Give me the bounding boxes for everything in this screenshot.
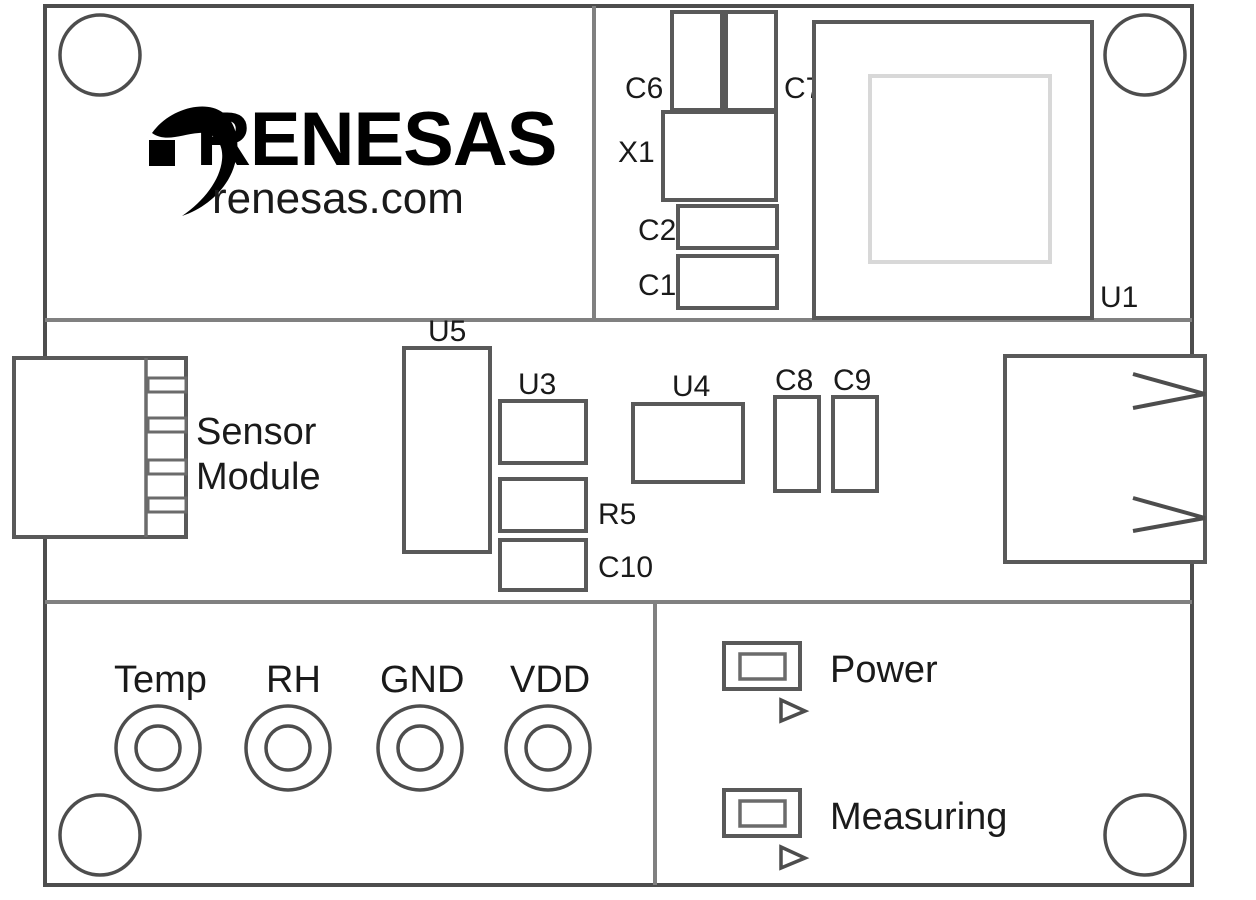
r5-pad bbox=[498, 477, 588, 533]
c10-pad bbox=[498, 538, 588, 592]
test-point-rh[interactable]: RH bbox=[244, 659, 332, 792]
logo-wordmark: RENESAS bbox=[196, 97, 556, 182]
test-point-temp-hole[interactable] bbox=[134, 724, 182, 772]
logo-swoosh-icon bbox=[152, 106, 238, 216]
component-c2: C2 bbox=[638, 204, 779, 250]
component-u1: U1 bbox=[812, 20, 1138, 320]
test-point-vdd[interactable]: VDD bbox=[504, 659, 592, 792]
c10-label: C10 bbox=[598, 551, 653, 584]
x1-label: X1 bbox=[618, 136, 655, 169]
c8-pad bbox=[773, 395, 821, 493]
test-point-vdd-label: VDD bbox=[510, 659, 590, 701]
component-c6: C6 bbox=[625, 10, 724, 112]
measuring-led-lens bbox=[738, 799, 787, 828]
measuring-led-label: Measuring bbox=[830, 796, 1007, 838]
sensor-pin-3 bbox=[146, 458, 188, 476]
usb-latch-wedge-bottom bbox=[1132, 496, 1206, 533]
c2-label: C2 bbox=[638, 214, 676, 247]
component-c1: C1 bbox=[638, 254, 779, 310]
power-led-label: Power bbox=[830, 649, 938, 691]
u5-pad bbox=[402, 346, 492, 554]
component-r5: R5 bbox=[498, 477, 636, 533]
mounting-hole-bottom-left bbox=[58, 793, 142, 877]
power-led-polarity-arrow-icon bbox=[779, 697, 810, 724]
test-point-vdd-hole[interactable] bbox=[524, 724, 572, 772]
component-u3: U3 bbox=[498, 368, 588, 465]
logo-url: renesas.com bbox=[212, 174, 464, 223]
led-indicator-power: Power bbox=[722, 641, 938, 724]
test-point-temp-label: Temp bbox=[114, 659, 207, 701]
c8-label: C8 bbox=[775, 364, 813, 397]
test-point-rh-hole[interactable] bbox=[264, 724, 312, 772]
r5-label: R5 bbox=[598, 498, 636, 531]
c6-label: C6 bbox=[625, 72, 663, 105]
c9-pad bbox=[831, 395, 879, 493]
c1-pad bbox=[676, 254, 779, 310]
mounting-hole-top-right bbox=[1103, 13, 1187, 97]
u3-label: U3 bbox=[518, 368, 556, 401]
c9-label: C9 bbox=[833, 364, 871, 397]
sensor-pin-1 bbox=[146, 376, 188, 394]
u1-label: U1 bbox=[1100, 281, 1138, 314]
usb-connector-body[interactable] bbox=[1003, 354, 1207, 564]
component-c8: C8 bbox=[773, 364, 821, 493]
component-c7: C7 bbox=[724, 10, 822, 112]
measuring-led-polarity-arrow-icon bbox=[779, 844, 810, 871]
mounting-hole-bottom-right bbox=[1103, 793, 1187, 877]
test-point-gnd-hole[interactable] bbox=[396, 724, 444, 772]
test-point-gnd[interactable]: GND bbox=[376, 659, 464, 792]
sensor-module-label-line2: Module bbox=[196, 456, 321, 498]
test-point-temp[interactable]: Temp bbox=[114, 659, 207, 792]
test-point-rh-label: RH bbox=[266, 659, 321, 701]
x1-pad bbox=[661, 110, 778, 202]
led-indicator-measuring: Measuring bbox=[722, 788, 1007, 871]
c7-pad bbox=[724, 10, 778, 112]
mounting-hole-top-left bbox=[58, 13, 142, 97]
component-c9: C9 bbox=[831, 364, 879, 493]
renesas-logo: RENESAS renesas.com bbox=[149, 97, 557, 223]
u5-label: U5 bbox=[428, 315, 466, 348]
sensor-module-connector[interactable]: Sensor Module bbox=[12, 356, 321, 539]
u4-pad bbox=[631, 402, 745, 484]
c1-label: C1 bbox=[638, 269, 676, 302]
logo-dot-icon bbox=[149, 140, 175, 166]
component-c10: C10 bbox=[498, 538, 653, 592]
component-x1: X1 bbox=[618, 110, 778, 202]
component-u5: U5 bbox=[402, 315, 492, 554]
u4-label: U4 bbox=[672, 370, 710, 403]
sensor-module-label-line1: Sensor bbox=[196, 411, 317, 453]
usb-connector[interactable] bbox=[1003, 354, 1207, 564]
c2-pad bbox=[676, 204, 779, 250]
sensor-pin-2 bbox=[146, 416, 188, 434]
u3-pad bbox=[498, 399, 588, 465]
power-led-lens bbox=[738, 652, 787, 681]
c6-pad bbox=[670, 10, 724, 112]
usb-latch-wedge-top bbox=[1132, 372, 1206, 410]
test-point-gnd-label: GND bbox=[380, 659, 464, 701]
u1-die-marking bbox=[868, 74, 1052, 264]
component-u4: U4 bbox=[631, 370, 745, 484]
sensor-pin-4 bbox=[146, 496, 188, 514]
